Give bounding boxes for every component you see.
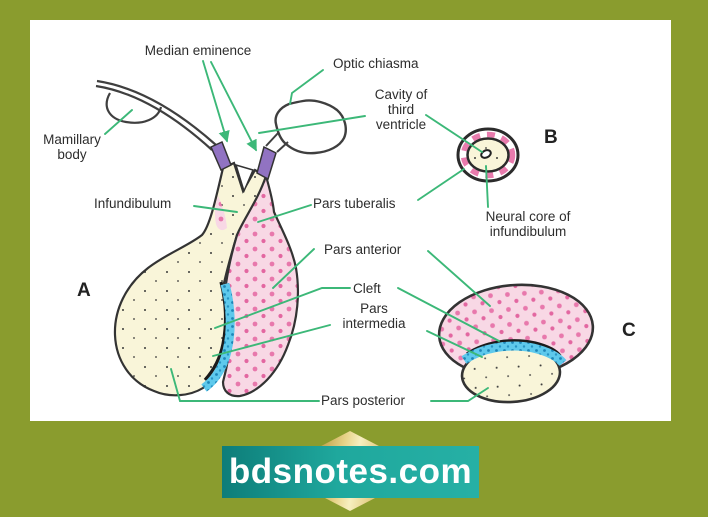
leader-arrow-median-eminence-right [210, 61, 257, 152]
infundibulum-label: Infundibulum [94, 196, 172, 211]
mamillary-body-shape [105, 92, 163, 124]
leader-neural-core [485, 165, 489, 208]
section-b-label: B [544, 127, 558, 148]
watermark-text: bdsnotes.com [228, 452, 473, 491]
pars-intermedia-line1: Pars [360, 301, 388, 316]
stalk-chiasma-connector [265, 131, 289, 153]
pars-posterior-label: Pars posterior [321, 393, 406, 408]
mamillary-line2: body [57, 147, 87, 162]
optic-chiasma-shape [274, 99, 347, 155]
pars-anterior-region [221, 172, 300, 398]
leader-pars-tuberalis-left [257, 204, 312, 223]
leader-pars-posterior-left [170, 368, 320, 402]
neural-core-line2: infundibulum [489, 224, 567, 239]
optic-chiasma-label: Optic chiasma [333, 56, 419, 71]
leader-cavity-to-b [425, 114, 483, 153]
cavity-third-ventricle-label: Cavity of third ventricle [361, 87, 441, 132]
mamillary-line1: Mamillary [43, 132, 101, 147]
cavity-line2: third [387, 102, 415, 117]
leader-pars-anterior-left [272, 248, 315, 289]
median-eminence-left-segment [210, 140, 232, 172]
pars-anterior-label: Pars anterior [324, 242, 402, 257]
pituitary-development-diagram [95, 60, 595, 404]
leader-lines [104, 60, 500, 402]
leader-cavity-to-stalk [258, 115, 366, 134]
section-c-label: C [622, 320, 636, 341]
pars-intermedia-c [461, 341, 567, 367]
leader-cleft-left [214, 287, 351, 329]
median-eminence-right-segment [256, 145, 277, 181]
figure-b-cross-section [456, 127, 520, 183]
cleft-c [466, 339, 562, 358]
neural-core-line1: Neural core of [485, 209, 571, 224]
leader-pars-intermedia-left [212, 324, 331, 357]
leader-infundibulum [193, 205, 238, 213]
watermark-banner: bdsnotes.com [222, 446, 479, 498]
leader-arrow-median-eminence-left [202, 60, 230, 143]
leader-optic-chiasma [289, 69, 324, 105]
leader-pars-anterior-right [427, 250, 491, 307]
leader-cleft-right [397, 287, 500, 342]
pars-tuberalis-ring [460, 131, 516, 179]
third-ventricle-cavity-hole [480, 149, 492, 159]
ventricle-floor-band-upper [96, 79, 217, 146]
figure-c-gland [437, 283, 595, 404]
ventricle-floor-band-lower [95, 84, 213, 151]
leader-mamillary-body [104, 109, 133, 135]
leader-pars-posterior-right [430, 387, 489, 402]
pars-intermedia-line2: intermedia [342, 316, 406, 331]
figure-a-sagittal-section [95, 79, 347, 398]
diagram-panel: Median eminence Optic chiasma Cavity of … [30, 20, 671, 421]
infundibular-recess-notch [234, 163, 255, 194]
cavity-line3: ventricle [375, 117, 427, 132]
pars-intermedia-label: Pars intermedia [326, 301, 422, 331]
cleft-label: Cleft [353, 281, 381, 296]
cavity-line1: Cavity of [374, 87, 428, 102]
leader-pars-intermedia-right [426, 330, 483, 358]
pars-tuberalis-left-strip [214, 196, 227, 231]
neural-core-label: Neural core of infundibulum [470, 209, 586, 239]
leader-pars-tuberalis-right [417, 168, 465, 201]
section-a-label: A [77, 280, 91, 301]
pars-intermedia-band [201, 282, 235, 392]
pars-tuberalis-label: Pars tuberalis [313, 196, 396, 211]
median-eminence-label: Median eminence [144, 43, 252, 58]
mamillary-body-label: Mamillary body [32, 132, 112, 162]
